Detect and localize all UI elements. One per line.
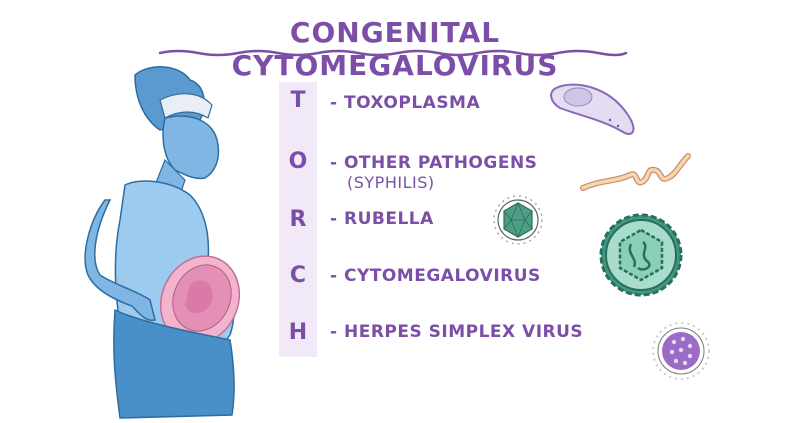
torch-item-cytomegalovirus: - CYTOMEGALOVIRUS: [330, 266, 541, 286]
title-underline: [158, 49, 628, 57]
torch-item-syphilis: (SYPHILIS): [347, 173, 435, 192]
rubella-virus-icon: [493, 195, 543, 245]
toxoplasma-icon: [550, 83, 635, 135]
cytomegalovirus-icon: [599, 213, 683, 297]
pregnant-woman-illustration: [84, 66, 240, 419]
syphilis-spirochete-icon: [580, 153, 691, 191]
torch-item-herpes-simplex: - HERPES SIMPLEX VIRUS: [330, 322, 584, 342]
torch-letter-t: T: [290, 88, 306, 113]
torch-acronym-column: [279, 82, 317, 357]
torch-letter-o: O: [288, 149, 308, 174]
torch-letter-c: C: [289, 263, 307, 288]
torch-item-toxoplasma: - TOXOPLASMA: [330, 93, 481, 113]
torch-letter-r: R: [289, 207, 307, 232]
torch-letter-h: H: [288, 320, 308, 345]
torch-item-other-pathogens: - OTHER PATHOGENS: [330, 153, 538, 173]
torch-item-rubella: - RUBELLA: [330, 209, 434, 229]
herpes-simplex-virus-icon: [652, 322, 710, 380]
